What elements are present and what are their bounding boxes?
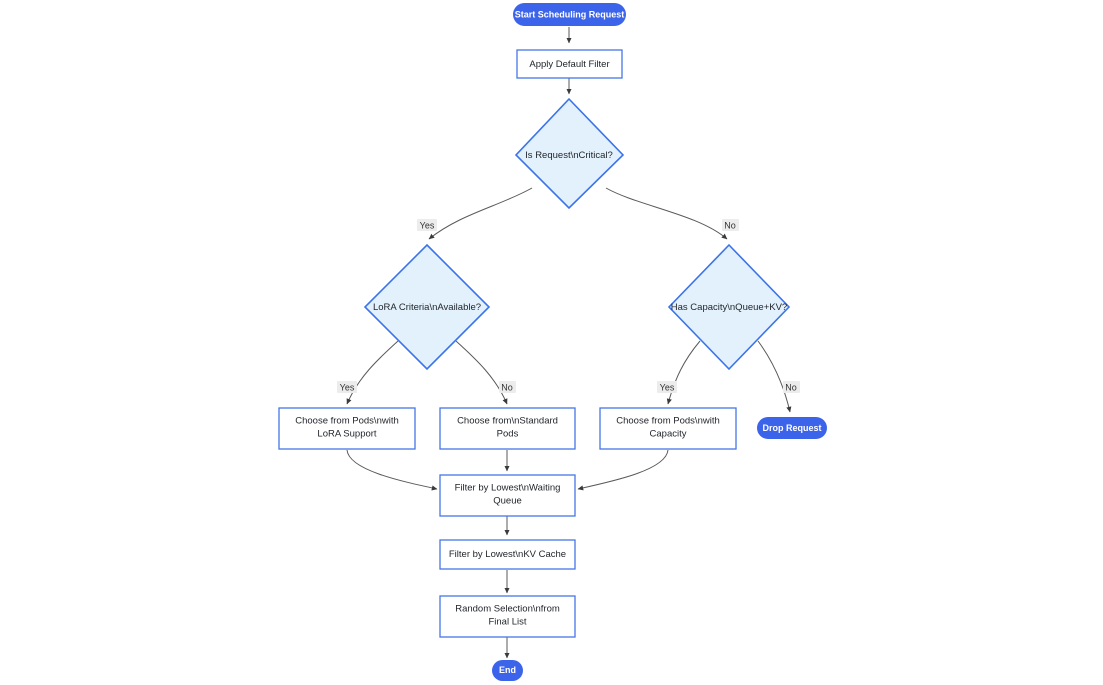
lora-criteria-available-label: LoRA Criteria\nAvailable? — [373, 302, 481, 313]
drop-request-pill-shape — [757, 417, 827, 439]
edge-lora-no-to-choose-standard-pods — [455, 340, 508, 405]
random-selection-box-shape — [439, 595, 576, 638]
edge-choose-capacity-pods-to-filter-queue — [577, 449, 669, 491]
node-apply-default-filter[interactable]: Apply Default Filter — [516, 49, 623, 79]
edge-choose-lora-pods-to-filter-queue — [346, 449, 438, 491]
node-has-capacity[interactable]: Has Capacity\nQueue+KV? — [667, 243, 791, 371]
apply-default-filter-label: Apply Default Filter — [529, 59, 609, 70]
edge-label-bg-capacity-yes — [657, 381, 677, 393]
choose-lora-pods-label-line1: Choose from Pods\nwith — [295, 416, 399, 427]
random-selection-label-line1: Random Selection\nfrom — [455, 604, 560, 615]
random-selection-label-line2: Final List — [488, 617, 526, 628]
apply-default-filter-box-shape — [516, 49, 623, 79]
start-pill-shape — [513, 3, 626, 26]
node-filter-kv-cache[interactable]: Filter by Lowest\nKV Cache — [439, 539, 576, 570]
filter-kv-cache-label: Filter by Lowest\nKV Cache — [449, 549, 566, 560]
choose-standard-pods-label-line1: Choose from\nStandard — [457, 416, 558, 427]
drop-request-label: Drop Request — [762, 423, 821, 433]
node-is-request-critical[interactable]: Is Request\nCritical? — [514, 97, 625, 210]
edge-label-capacity-yes: Yes — [660, 382, 675, 392]
choose-standard-pods-label-line2: Pods — [497, 429, 519, 440]
edge-label-critical-yes: Yes — [420, 220, 435, 230]
edge-capacity-no-to-drop-request — [757, 340, 792, 413]
node-end[interactable]: End — [492, 660, 523, 681]
lora-criteria-diamond-shape — [363, 243, 491, 371]
node-choose-capacity-pods[interactable]: Choose from Pods\nwith Capacity — [599, 407, 737, 450]
has-capacity-diamond-shape — [667, 243, 791, 371]
has-capacity-label: Has Capacity\nQueue+KV? — [671, 302, 787, 313]
edge-label-critical-no: No — [724, 220, 736, 230]
edge-capacity-yes-to-choose-capacity-pods — [666, 340, 701, 405]
node-lora-criteria-available[interactable]: LoRA Criteria\nAvailable? — [363, 243, 491, 371]
filter-waiting-queue-box-shape — [439, 474, 576, 517]
edge-label-bg-lora-yes — [337, 381, 357, 393]
choose-lora-pods-box-shape — [278, 407, 416, 450]
choose-capacity-pods-box-shape — [599, 407, 737, 450]
is-request-critical-label: Is Request\nCritical? — [525, 150, 613, 161]
node-random-selection[interactable]: Random Selection\nfrom Final List — [439, 595, 576, 638]
end-label: End — [499, 665, 516, 675]
is-request-critical-diamond-shape — [514, 97, 625, 210]
filter-waiting-queue-label-line1: Filter by Lowest\nWaiting — [455, 483, 561, 494]
edge-critical-no-to-capacity — [605, 187, 728, 240]
edge-label-bg-critical-yes — [417, 219, 437, 231]
filter-waiting-queue-label-line2: Queue — [493, 496, 522, 507]
choose-capacity-pods-label-line1: Choose from Pods\nwith — [616, 416, 720, 427]
end-pill-shape — [492, 660, 523, 681]
filter-kv-cache-box-shape — [439, 539, 576, 570]
choose-capacity-pods-label-line2: Capacity — [650, 429, 687, 440]
node-choose-lora-pods[interactable]: Choose from Pods\nwith LoRA Support — [278, 407, 416, 450]
edge-label-lora-no: No — [501, 382, 513, 392]
choose-lora-pods-label-line2: LoRA Support — [317, 429, 377, 440]
edge-lora-yes-to-choose-lora-pods — [346, 340, 399, 405]
edge-critical-yes-to-lora — [428, 187, 533, 240]
node-filter-waiting-queue[interactable]: Filter by Lowest\nWaiting Queue — [439, 474, 576, 517]
edge-label-bg-lora-no — [499, 381, 516, 393]
choose-standard-pods-box-shape — [439, 407, 576, 450]
edge-labels-layer: Yes No Yes No Yes No — [337, 219, 800, 393]
node-start[interactable]: Start Scheduling Request — [513, 3, 626, 26]
edge-label-bg-capacity-no — [783, 381, 800, 393]
node-drop-request[interactable]: Drop Request — [757, 417, 827, 439]
edge-label-capacity-no: No — [785, 382, 797, 392]
start-label: Start Scheduling Request — [515, 9, 625, 19]
edge-label-bg-critical-no — [722, 219, 739, 231]
edges-layer — [346, 27, 792, 659]
node-choose-standard-pods[interactable]: Choose from\nStandard Pods — [439, 407, 576, 450]
edge-label-lora-yes: Yes — [340, 382, 355, 392]
